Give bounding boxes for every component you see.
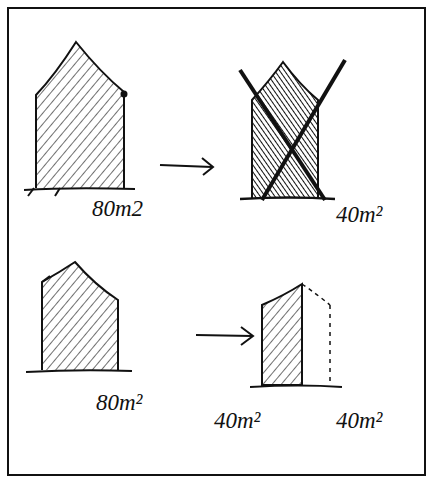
area-label: 40m²	[336, 202, 383, 227]
house	[26, 262, 132, 372]
area-label: 80m2	[92, 196, 143, 221]
area-label: 40m²	[214, 408, 261, 433]
area-label: 40m²	[336, 408, 383, 433]
arrow	[196, 327, 253, 345]
split-house	[250, 284, 342, 387]
crossed-house	[240, 60, 345, 200]
arrow	[160, 158, 213, 175]
area-label: 80m²	[96, 390, 143, 415]
house	[24, 42, 135, 196]
frame	[8, 8, 425, 475]
